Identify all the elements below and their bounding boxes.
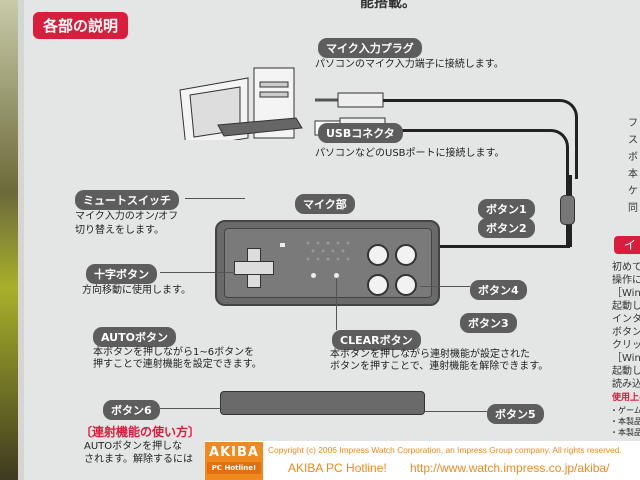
button-5-label: ボタン5 [487, 404, 544, 424]
section-title: 各部の説明 [33, 12, 129, 39]
auto-desc-2: 押すことで連射機能を設定できます。 [93, 359, 262, 370]
button-4-leader [420, 286, 470, 287]
site-name: AKIBA PC Hotline! [288, 461, 387, 475]
clear-desc-2: ボタンを押すことで、連射機能を解除できます。 [330, 361, 549, 372]
cross-leader [160, 272, 235, 273]
mic-cable [383, 99, 578, 179]
button-1-label: ボタン1 [478, 199, 535, 219]
cross-desc: 方向移動に使用します。 [82, 285, 191, 296]
usb-desc: パソコンなどのUSBポートに接続します。 [315, 148, 505, 159]
auto-label: AUTOボタン [93, 327, 176, 347]
cross-label: 十字ボタン [86, 264, 157, 284]
clear-label: CLEARボタン [332, 330, 421, 350]
copyright-text: Copyright (c) 2006 Impress Watch Corpora… [268, 445, 622, 455]
button-6-label: ボタン6 [103, 400, 160, 420]
mic-plug-label: マイク入力プラグ [318, 38, 422, 58]
button-1[interactable] [367, 244, 389, 266]
right-badge: イ [614, 236, 640, 254]
rapid-heading: 〔連射機能の使い方〕 [80, 425, 201, 439]
site-url[interactable]: http://www.watch.impress.co.jp/akiba/ [410, 461, 610, 475]
clear-button[interactable] [334, 273, 339, 278]
caution-notes: ・ゲームによ・本製品を運・本製品に接 [610, 406, 640, 437]
usb-label: USBコネクタ [318, 123, 403, 143]
caution-heading: 使用上の注 [612, 393, 640, 403]
button-4[interactable] [395, 274, 417, 296]
mute-label: ミュートスイッチ [75, 190, 179, 210]
mute-switch[interactable] [280, 243, 285, 247]
button-2-label: ボタン2 [478, 218, 535, 238]
box-edge [18, 0, 24, 480]
button-3[interactable] [367, 274, 389, 296]
button-4-label: ボタン4 [470, 280, 527, 300]
right-column-text: 初めて操作に［Wind起動しインターボタンをクリック［Window起動して読み込… [612, 262, 640, 390]
clear-leader [336, 278, 337, 330]
dpad-icon [234, 248, 274, 288]
rapid-line-2: されます。解除するには [84, 454, 193, 465]
computer-illustration [179, 67, 303, 140]
mic-grille-icon [306, 241, 350, 261]
rapid-line-1: AUTOボタンを押しな [84, 441, 183, 452]
top-text-fragment: 能搭載。 [360, 0, 416, 11]
mic-plug-desc: パソコンのマイク入力端子に接続します。 [315, 59, 504, 70]
watermark-banner [205, 441, 640, 480]
gamepad-side-view [220, 391, 425, 415]
button-3-label: ボタン3 [460, 313, 517, 333]
blurred-background-edge [0, 0, 22, 480]
button-2[interactable] [395, 244, 417, 266]
cable-ferrite [560, 195, 575, 225]
mute-desc-1: マイク入力のオン/オフ [75, 211, 179, 222]
button-5-leader [425, 411, 487, 412]
usb-cable [383, 129, 569, 179]
button-6-leader [160, 408, 222, 409]
mute-leader [185, 198, 245, 199]
cable-to-pad [440, 245, 570, 248]
clear-desc-1: 本ボタンを押しながら連射機能が設定された [330, 349, 530, 360]
mute-desc-2: 切り替えをします。 [75, 225, 164, 236]
auto-desc-1: 本ボタンを押しながら1~6ボタンを [93, 347, 255, 358]
auto-button[interactable] [311, 273, 316, 278]
mic-label: マイク部 [295, 194, 355, 214]
akiba-logo: AKIBA PC Hotline! [205, 442, 263, 480]
right-top-column: フスボ本ケ同 [628, 118, 638, 214]
